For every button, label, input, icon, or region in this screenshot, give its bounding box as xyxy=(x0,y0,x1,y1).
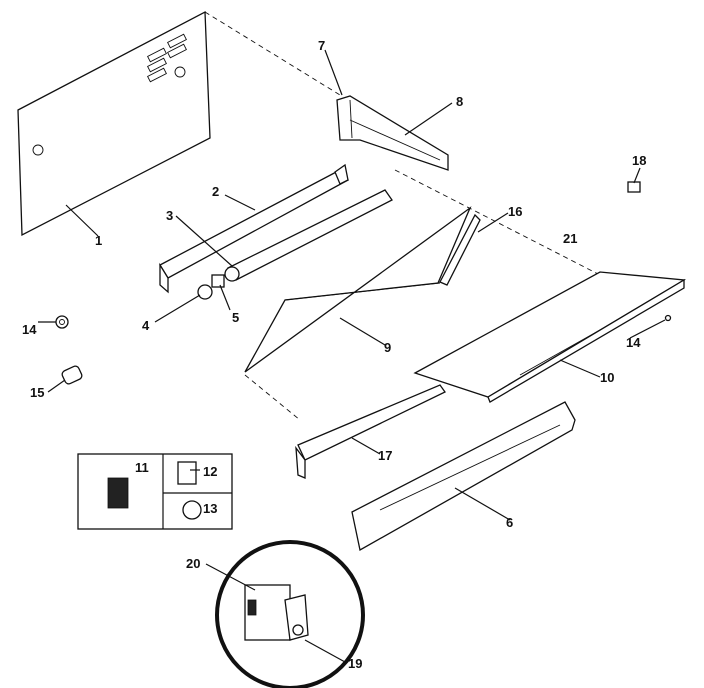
back-panel xyxy=(17,10,211,237)
label-21: 21 xyxy=(563,231,577,246)
orifice-and-fitting xyxy=(197,274,225,300)
label-1: 1 xyxy=(95,233,102,248)
leader-lines xyxy=(38,49,666,663)
inset-box xyxy=(77,453,233,530)
label-8: 8 xyxy=(456,94,463,109)
label-13: 13 xyxy=(203,501,217,516)
label-3: 3 xyxy=(166,208,173,223)
trim-strip xyxy=(439,213,481,286)
label-16: 16 xyxy=(508,204,522,219)
burner-tube xyxy=(224,189,393,282)
label-7: 7 xyxy=(318,38,325,53)
clip xyxy=(627,181,641,193)
front-rail xyxy=(351,401,576,552)
pilot-fitting xyxy=(61,365,83,385)
label-10: 10 xyxy=(600,370,614,385)
callout-labels: 1 2 3 4 5 6 7 8 9 10 11 12 13 14 14 15 1… xyxy=(22,38,646,671)
label-14-left: 14 xyxy=(22,322,37,337)
nut xyxy=(55,315,69,329)
label-15: 15 xyxy=(30,385,44,400)
label-20: 20 xyxy=(186,556,200,571)
side-bracket xyxy=(336,95,449,171)
broiler-panel xyxy=(244,206,472,373)
label-12: 12 xyxy=(203,464,217,479)
label-11: 11 xyxy=(135,460,149,475)
label-2: 2 xyxy=(212,184,219,199)
label-9: 9 xyxy=(384,340,391,355)
label-17: 17 xyxy=(378,448,392,463)
alignment-lines xyxy=(204,11,601,421)
label-4: 4 xyxy=(142,318,150,333)
label-19: 19 xyxy=(348,656,362,671)
label-5: 5 xyxy=(232,310,239,325)
drawer-tray xyxy=(413,271,687,403)
slide-rail xyxy=(295,384,446,479)
label-6: 6 xyxy=(506,515,513,530)
label-14-right: 14 xyxy=(626,335,641,350)
label-18: 18 xyxy=(632,153,646,168)
screw xyxy=(664,314,672,322)
burner-bracket xyxy=(159,163,349,294)
valve-detail xyxy=(215,540,365,688)
